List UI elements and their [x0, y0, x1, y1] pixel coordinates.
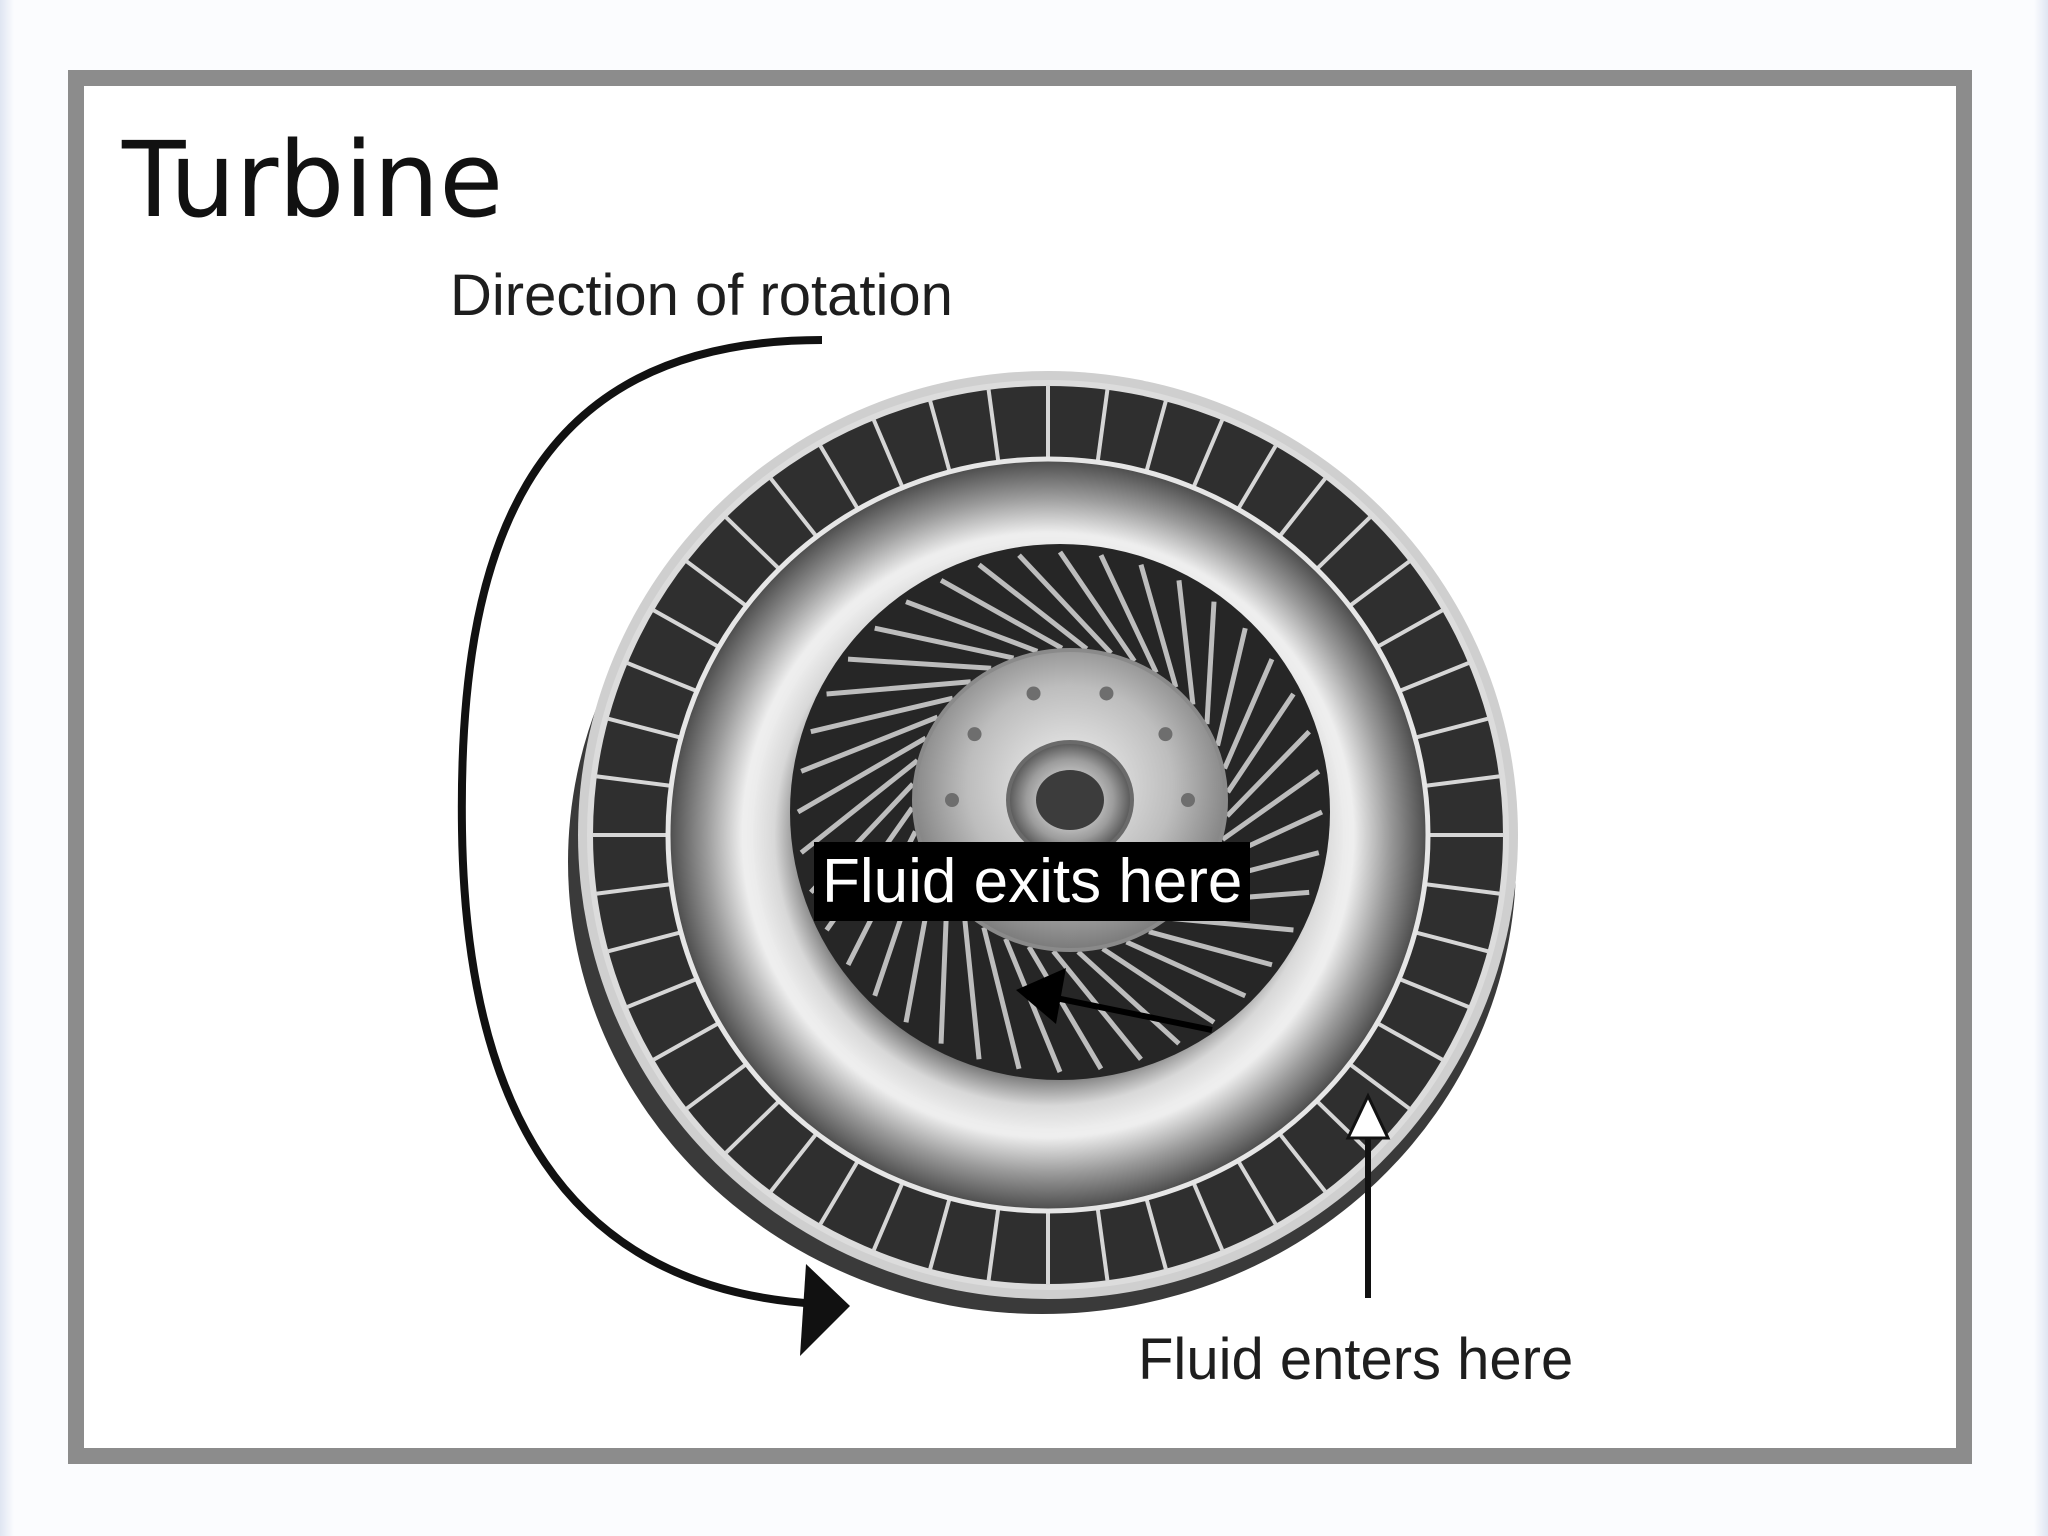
inner-vane [796, 735, 927, 815]
inner-vane [905, 599, 1039, 654]
hub-bolt [1099, 686, 1114, 701]
arrow-up-icon [1345, 1092, 1391, 1298]
outer-blade [1416, 716, 1489, 740]
outer-blade [1349, 559, 1411, 607]
outer-blade [1426, 774, 1501, 788]
outer-blade [1095, 388, 1110, 461]
inner-vane [826, 679, 971, 697]
outer-blades [592, 385, 1504, 1285]
outer-blade [625, 977, 696, 1010]
inner-vane [1057, 550, 1137, 663]
outer-blade [724, 515, 780, 570]
outer-blade [1144, 399, 1168, 471]
outer-blade [1426, 882, 1501, 896]
outer-blade [1377, 608, 1444, 648]
hub-bolt [1026, 686, 1041, 701]
inner-vane [1076, 949, 1181, 1046]
inner-vane [981, 926, 1022, 1070]
outer-blade [818, 1161, 859, 1226]
outer-blade [871, 418, 904, 487]
outer-blade [595, 774, 670, 788]
outer-blade [986, 388, 1001, 461]
outer-blade [1377, 1022, 1444, 1062]
outer-blade [1095, 1209, 1110, 1282]
inner-vane [1221, 769, 1321, 842]
inner-vane [1138, 564, 1179, 688]
inner-vane [1222, 658, 1275, 770]
curved-arrow-icon [457, 336, 850, 1356]
outer-blade [1400, 660, 1471, 693]
arrow-icon [1016, 968, 1213, 1033]
outer-blade [595, 882, 670, 896]
inner-vane [874, 625, 1015, 661]
outer-blade [1278, 1133, 1328, 1194]
outer-blade [1349, 1063, 1411, 1111]
outer-blade [928, 1199, 952, 1271]
hub-bolt [945, 793, 959, 807]
inner-vane [1204, 601, 1217, 725]
outer-blade [724, 1100, 780, 1155]
outer-blade [986, 1209, 1001, 1282]
inner-vane [810, 695, 954, 735]
inner-vane [1176, 580, 1196, 705]
outer-blade [685, 1063, 747, 1111]
inner-vane [1148, 929, 1273, 968]
outer-blade [928, 399, 952, 471]
inner-vane [1225, 692, 1296, 794]
inner-vane [1101, 946, 1216, 1025]
inner-vane [1017, 553, 1113, 655]
outer-blade [768, 1133, 818, 1194]
fluid-enters-label: Fluid enters here [1138, 1327, 1574, 1392]
outer-blade [818, 444, 859, 509]
hub-bolt [967, 727, 982, 742]
inner-vane [977, 562, 1089, 651]
inner-vane [1026, 945, 1104, 1071]
outer-blade [607, 930, 680, 954]
outer-blade [871, 1183, 904, 1252]
outer-blade [1316, 1100, 1372, 1155]
outer-blade [685, 559, 747, 607]
inner-vane [847, 656, 992, 671]
slide-title: Turbine [122, 119, 504, 241]
outer-blade [652, 1022, 719, 1062]
inner-vane [1215, 627, 1248, 747]
inner-vane [1225, 729, 1311, 818]
inner-vane [799, 758, 919, 855]
outer-blade [1316, 515, 1372, 570]
outer-blade [652, 608, 719, 648]
outer-blade [1192, 1183, 1225, 1252]
outer-blade [1237, 444, 1278, 509]
inner-vane [961, 912, 982, 1060]
inner-vane [1125, 939, 1247, 999]
outer-blade [1400, 977, 1471, 1010]
fluid-exits-label: Fluid exits here [814, 842, 1251, 921]
hub-bolt [1158, 727, 1173, 742]
inner-vane [1098, 554, 1159, 674]
outer-blade [1416, 930, 1489, 954]
outer-blade [1144, 1199, 1168, 1271]
outer-blade [1192, 418, 1225, 487]
outer-blade [1278, 476, 1328, 537]
inner-vane [1003, 937, 1063, 1073]
inner-vane [800, 714, 939, 774]
outer-blade [607, 716, 680, 740]
hub-bolt [1181, 793, 1195, 807]
outer-blade [625, 660, 696, 693]
rotation-label: Direction of rotation [450, 263, 953, 328]
outer-blade [768, 476, 818, 537]
outer-blade [1237, 1161, 1278, 1226]
inner-vane [939, 578, 1064, 651]
